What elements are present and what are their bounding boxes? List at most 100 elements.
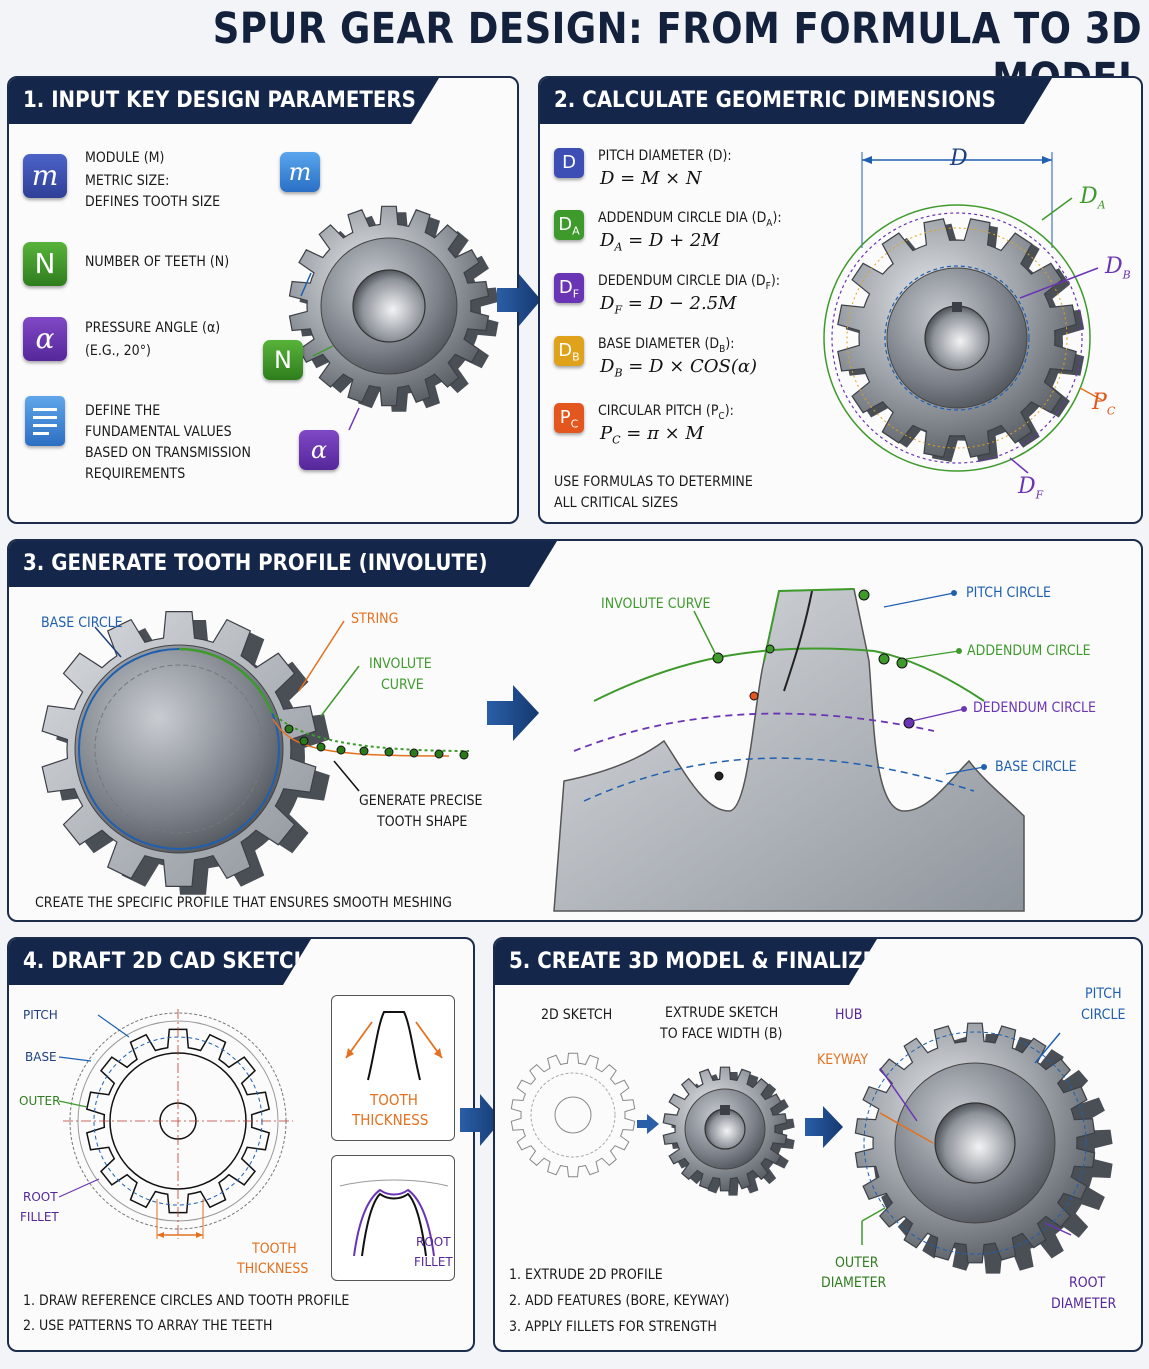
flow-arrow-3 <box>487 685 539 741</box>
module-desc-1: METRIC SIZE: <box>85 173 170 189</box>
pressure-angle-icon: α <box>23 317 67 361</box>
sketch-root-label-2: FILLET <box>20 1210 59 1224</box>
formula-label-1: ADDENDUM CIRCLE DIA (DA): <box>598 210 782 229</box>
sketch-root-label-1: ROOT <box>23 1190 58 1204</box>
formula-label-4: CIRCULAR PITCH (PC): <box>598 403 734 422</box>
outer-diameter-label-2: DIAMETER <box>821 1275 887 1291</box>
dedendum-circle-label: DEDENDUM CIRCLE <box>973 700 1096 716</box>
dim-label-pc: PC <box>1092 390 1116 418</box>
string-label: STRING <box>351 611 399 627</box>
dim-label-df: DF <box>1018 474 1044 502</box>
sketch-base-label: BASE <box>25 1050 57 1064</box>
panel-3d-model: 5. CREATE 3D MODEL & FINALIZE 2D SKETCH … <box>493 937 1143 1352</box>
sketch-step-1: 1. DRAW REFERENCE CIRCLES AND TOOTH PROF… <box>23 1293 350 1309</box>
sketch-pitch-label: PITCH <box>23 1008 58 1022</box>
root-diameter-label-1: ROOT <box>1069 1275 1106 1291</box>
panel2-note-1: USE FORMULAS TO DETERMINE <box>554 474 753 490</box>
sketch-outer-label: OUTER <box>19 1094 61 1108</box>
angle-title: PRESSURE ANGLE (α) <box>85 320 221 336</box>
sketch-outline-gear <box>510 1052 636 1178</box>
final-gear-3d <box>854 1022 1113 1274</box>
extrude-label-1: EXTRUDE SKETCH <box>665 1005 779 1021</box>
panel3-caption: CREATE THE SPECIFIC PROFILE THAT ENSURES… <box>35 895 452 911</box>
dim-label-db: DB <box>1105 254 1131 282</box>
sketch-tooth-label-2: THICKNESS <box>237 1261 309 1277</box>
model-step-2: 2. ADD FEATURES (BORE, KEYWAY) <box>509 1293 730 1309</box>
formula-expression-1: DA = D + 2M <box>600 230 720 254</box>
pitch-circle-3d-label-1: PITCH <box>1085 986 1122 1002</box>
panel1-header: 1. INPUT KEY DESIGN PARAMETERS <box>9 78 439 124</box>
dim-label-da: DA <box>1080 184 1106 212</box>
angle-desc: (E.G., 20°) <box>85 343 151 359</box>
formula-expression-3: DB = D × COS(α) <box>600 356 758 380</box>
base-circle-gear-diagram <box>41 611 470 895</box>
box-root-label-2: FILLET <box>414 1255 453 1269</box>
teeth-tag-icon: N <box>263 340 303 380</box>
box-root-label-1: ROOT <box>416 1235 451 1249</box>
model-step-1: 1. EXTRUDE 2D PROFILE <box>509 1267 663 1283</box>
model-step-3: 3. APPLY FILLETS FOR STRENGTH <box>509 1319 717 1335</box>
formula-expression-4: PC = π × M <box>600 423 704 447</box>
dim-label-d: D <box>950 146 968 171</box>
box-tooth-label-2: THICKNESS <box>352 1111 429 1129</box>
addendum-circle-label: ADDENDUM CIRCLE <box>967 643 1091 659</box>
panel-cad-sketch: 4. DRAFT 2D CAD SKETCH PITCH BASE OUTER … <box>7 937 475 1352</box>
tooth-closeup-diagram <box>553 588 1025 912</box>
gear-dimension-diagram <box>823 152 1103 474</box>
document-icon <box>25 396 65 446</box>
flow-arrow-4-5 <box>460 1094 502 1146</box>
hub-label: HUB <box>835 1007 863 1023</box>
generate-label-2: TOOTH SHAPE <box>377 814 468 830</box>
define-line-2: FUNDAMENTAL VALUES <box>85 424 232 440</box>
formula-expression-0: D = M × N <box>600 168 702 189</box>
pitch-circle-label: PITCH CIRCLE <box>966 585 1051 601</box>
formula-label-0: PITCH DIAMETER (D): <box>598 148 732 164</box>
involute-label-2: CURVE <box>381 677 424 693</box>
formula-expression-2: DF = D − 2.5M <box>600 293 737 317</box>
panel2-header: 2. CALCULATE GEOMETRIC DIMENSIONS <box>540 78 1052 124</box>
involute-curve-label: INVOLUTE CURVE <box>601 596 711 612</box>
flow-arrow-5 <box>805 1106 843 1148</box>
define-line-4: REQUIREMENTS <box>85 466 186 482</box>
formula-badge-3-icon: DB <box>554 336 584 366</box>
gear-3d-image <box>288 205 499 431</box>
small-arrow-sketch <box>637 1114 659 1134</box>
flow-arrow-1-2 <box>497 274 541 326</box>
extrude-label-2: TO FACE WIDTH (B) <box>660 1026 783 1042</box>
pitch-circle-3d-label-2: CIRCLE <box>1081 1007 1126 1023</box>
formula-badge-0-icon: D <box>554 148 584 178</box>
panel-calculate-dimensions: 2. CALCULATE GEOMETRIC DIMENSIONS D PITCH… <box>538 76 1143 524</box>
detail-box-root-fillet: ROOT FILLET <box>331 1155 455 1281</box>
involute-label-1: INVOLUTE <box>369 656 432 672</box>
angle-tag-icon: α <box>299 430 339 470</box>
extruded-gear <box>662 1066 795 1196</box>
panel5-header: 5. CREATE 3D MODEL & FINALIZE <box>495 939 877 985</box>
formula-badge-1-icon: DA <box>554 210 584 240</box>
module-desc-2: DEFINES TOOTH SIZE <box>85 194 221 210</box>
panel-input-parameters: 1. INPUT KEY DESIGN PARAMETERS m MODULE … <box>7 76 519 524</box>
formula-badge-2-icon: DF <box>554 273 584 303</box>
sketch-2d-label: 2D SKETCH <box>541 1007 613 1023</box>
base-circle-right-label: BASE CIRCLE <box>995 759 1077 775</box>
teeth-count-icon: N <box>23 242 67 286</box>
generate-label-1: GENERATE PRECISE <box>359 793 483 809</box>
detail-box-tooth-thickness: TOOTH THICKNESS <box>331 995 455 1141</box>
teeth-title: NUMBER OF TEETH (N) <box>85 254 230 270</box>
cad-sketch-drawing <box>58 1009 293 1239</box>
define-line-1: DEFINE THE <box>85 403 161 419</box>
formula-label-3: BASE DIAMETER (DB): <box>598 336 735 355</box>
keyway-label: KEYWAY <box>817 1052 869 1068</box>
module-title: MODULE (M) <box>85 150 165 166</box>
formula-label-2: DEDENDUM CIRCLE DIA (DF): <box>598 273 780 292</box>
outer-diameter-label-1: OUTER <box>835 1255 879 1271</box>
sketch-step-2: 2. USE PATTERNS TO ARRAY THE TEETH <box>23 1318 273 1334</box>
module-tag-icon: m <box>280 152 320 192</box>
panel-tooth-profile: 3. GENERATE TOOTH PROFILE (INVOLUTE) BAS… <box>7 539 1143 922</box>
define-line-3: BASED ON TRANSMISSION <box>85 445 251 461</box>
formula-badge-4-icon: PC <box>554 403 584 433</box>
base-circle-label: BASE CIRCLE <box>41 615 123 631</box>
module-icon: m <box>23 154 67 198</box>
box-tooth-label-1: TOOTH <box>370 1091 418 1109</box>
panel2-note-2: ALL CRITICAL SIZES <box>554 495 679 511</box>
root-diameter-label-2: DIAMETER <box>1051 1296 1117 1312</box>
